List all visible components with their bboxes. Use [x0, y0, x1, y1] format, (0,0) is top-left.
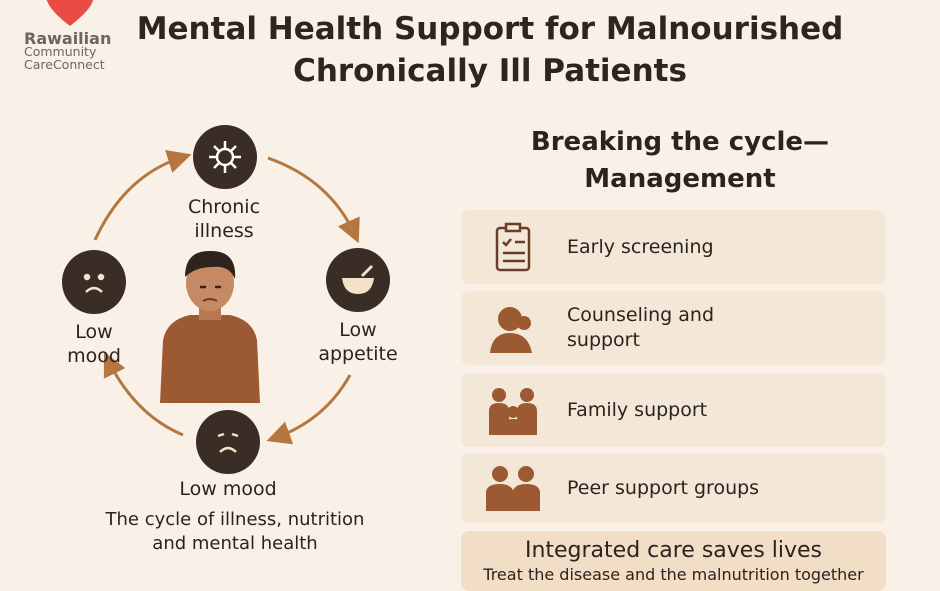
virus-icon — [193, 125, 257, 189]
family-icon — [485, 385, 541, 435]
page-title: Mental Health Support for Malnourished C… — [100, 8, 880, 92]
logo-line-2: Community — [24, 44, 97, 59]
logo-text: Rawailian Community CareConnect — [24, 29, 112, 72]
bowl-icon — [326, 248, 390, 312]
patient-illustration — [160, 250, 260, 403]
item-label: Family support — [567, 398, 708, 421]
logo-line-1: Rawailian — [24, 29, 112, 48]
item-label: Counseling and support — [567, 304, 715, 351]
arrow-appetite-to-mood — [266, 374, 352, 445]
arrow-lowmood-to-illness — [93, 149, 192, 241]
logo-line-3: CareConnect — [24, 57, 105, 72]
item-label: Early screening — [567, 235, 714, 258]
title-line-2: Chronically Ill Patients — [293, 53, 687, 89]
management-title: Breaking the cycle—Management — [530, 127, 830, 194]
frown-face-icon — [62, 250, 126, 314]
arrow-illness-to-appetite — [267, 156, 360, 244]
management-item-counseling: Counseling and support — [461, 291, 886, 365]
title-line-1: Mental Health Support for Malnourished — [136, 11, 844, 47]
peer-group-icon — [485, 465, 541, 511]
heart-logo-icon — [46, 0, 94, 26]
management-item-peer-support: Peer support groups — [461, 453, 886, 523]
item-label: Peer support groups — [567, 476, 760, 499]
clipboard-icon — [485, 222, 541, 272]
banner-heading: Integrated care saves lives — [524, 538, 823, 563]
sad-face-icon — [196, 410, 260, 474]
counselor-icon — [485, 303, 541, 353]
node-label-low-mood-bottom: Low mood — [179, 478, 277, 500]
management-item-family-support: Family support — [461, 373, 886, 447]
integrated-care-banner: Integrated care saves lives Treat the di… — [461, 531, 886, 591]
banner-subtext: Treat the disease and the malnutrition t… — [483, 565, 864, 584]
cycle-arrows — [93, 149, 360, 445]
management-item-early-screening: Early screening — [461, 210, 886, 284]
arrow-mood-to-lowmood — [103, 351, 184, 437]
